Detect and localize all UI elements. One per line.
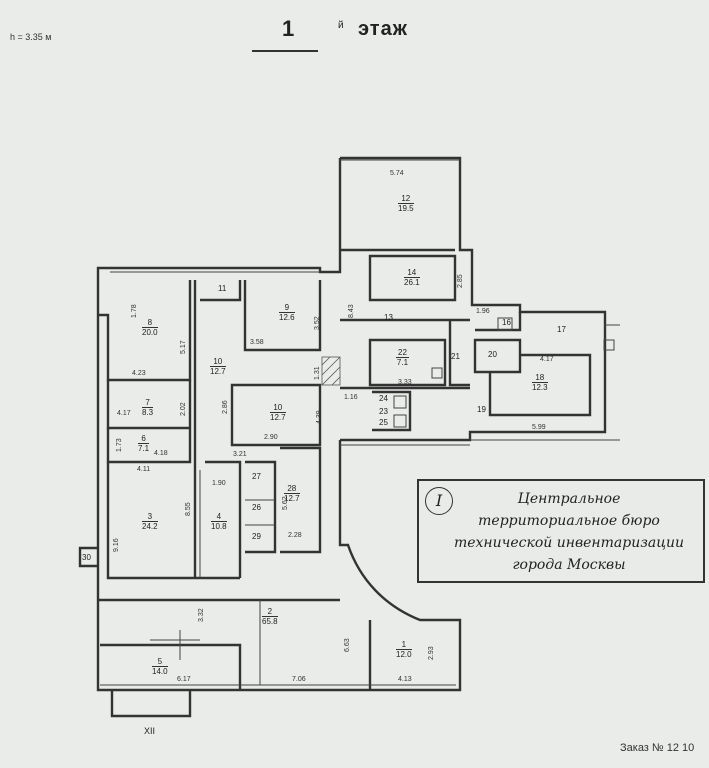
dimension-label: 2.28 xyxy=(288,532,302,539)
room-number: 30 xyxy=(82,553,91,562)
outer-walls xyxy=(78,156,607,718)
axis-label: XII xyxy=(144,726,156,736)
dimension-label: 8.55 xyxy=(185,502,192,516)
stamp-line-3: технической инвентаризации xyxy=(453,535,685,551)
room-label: 121012.7 xyxy=(210,357,226,376)
floor-title: этаж xyxy=(358,18,408,40)
dimension-label: 1.73 xyxy=(116,438,123,452)
room-number: 13 xyxy=(384,313,393,322)
dimension-label: 2.90 xyxy=(264,434,278,441)
stamp-number-circle: I xyxy=(425,487,453,515)
dimension-label: 1.16 xyxy=(344,394,358,401)
dimension-label: 1.31 xyxy=(314,366,321,380)
room-number: 21 xyxy=(451,352,460,361)
dimension-label: 9.16 xyxy=(113,538,120,552)
room-number: 24 xyxy=(379,394,388,403)
ceiling-height-label: h = 3.35 м xyxy=(10,32,52,42)
room-number: 16 xyxy=(502,318,511,327)
room-number: 26 xyxy=(252,503,261,512)
dimension-label: 5.62 xyxy=(282,496,289,510)
dimension-label: 1.78 xyxy=(131,304,138,318)
dimension-label: 4.17 xyxy=(540,356,554,363)
room-number: 23 xyxy=(379,407,388,416)
dimension-label: 2.85 xyxy=(457,274,464,288)
sanitary-fixtures xyxy=(393,317,615,428)
dimension-label: 4.18 xyxy=(154,450,168,457)
dimension-label: 1.90 xyxy=(212,480,226,487)
room-number: 25 xyxy=(379,418,388,427)
dimension-label: 5.74 xyxy=(390,170,404,177)
dimension-label: 4.39 xyxy=(316,410,323,424)
dimension-label: 5.99 xyxy=(532,424,546,431)
interior-walls xyxy=(98,248,592,690)
dimension-label: 2.02 xyxy=(180,402,187,416)
room-number: 27 xyxy=(252,472,261,481)
room-number: 17 xyxy=(557,325,566,334)
stamp-line-2: территориальное бюро xyxy=(478,513,660,529)
dimension-label: 3.52 xyxy=(314,316,321,330)
dimension-label: 5.17 xyxy=(180,340,187,354)
dimension-label: 4.17 xyxy=(117,410,131,417)
room-number: 29 xyxy=(252,532,261,541)
floor-number-suffix: й xyxy=(338,20,344,31)
dimension-label: 3.58 xyxy=(250,339,264,346)
dimension-label: 2.86 xyxy=(222,400,229,414)
dimension-label: 8.43 xyxy=(348,304,355,318)
room-number: 11 xyxy=(218,284,227,293)
dimension-label: 6.17 xyxy=(177,676,191,683)
dimension-label: 3.21 xyxy=(233,451,247,458)
dimension-label: 2.93 xyxy=(428,646,435,660)
stamp-line-4: города Москвы xyxy=(512,557,626,573)
room-number: 19 xyxy=(477,405,486,414)
wall-hatching xyxy=(321,356,341,386)
dimension-label: 6.63 xyxy=(344,638,351,652)
partition-lines xyxy=(100,159,620,686)
dimension-label: 4.23 xyxy=(132,370,146,377)
stamp-line-1: Центральное xyxy=(517,491,621,507)
dimension-label: 1.96 xyxy=(476,308,490,315)
dimension-label: 4.13 xyxy=(398,676,412,683)
dimension-label: 7.06 xyxy=(292,676,306,683)
dimension-label: 3.33 xyxy=(398,379,412,386)
floor-number: 1 xyxy=(282,16,295,41)
room-label: 101012.7 xyxy=(270,403,286,422)
bti-stamp: I Центральное территориальное бюро техни… xyxy=(417,479,705,583)
dimension-label: 4.11 xyxy=(137,466,151,473)
floor-number-underline xyxy=(252,50,318,52)
dimension-label: 3.32 xyxy=(198,608,205,622)
room-number: 20 xyxy=(488,350,497,359)
order-number: Заказ № 12 10 xyxy=(620,742,695,754)
